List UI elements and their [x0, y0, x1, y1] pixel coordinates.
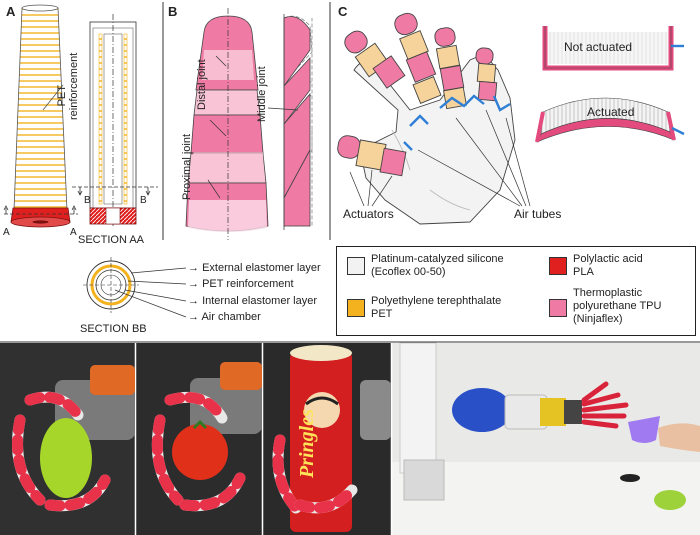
section-mark-b-left: B [84, 195, 91, 206]
legend-pla-line2: PLA [573, 266, 594, 278]
swatch-pet [347, 299, 365, 317]
pet-reinforcement-label: → PET reinforcement [188, 278, 294, 290]
actuator-cone [10, 4, 71, 228]
legend-tpu-line1: Thermoplastic [573, 287, 643, 299]
section-bb-drawing [83, 257, 139, 313]
air-tube-lines [403, 94, 511, 151]
panel-a-letter: A [6, 4, 16, 19]
section-bb-leaders [114, 267, 187, 318]
hand-sketch [337, 12, 516, 225]
air-tube-leaders [417, 109, 531, 207]
proximal-joint-label: Proximal joint [181, 133, 193, 200]
pet-label-line2: reinforcement [68, 52, 80, 120]
legend-silicone-line2: (Ecoflex 00-50) [371, 266, 446, 278]
external-layer-label: → External elastomer layer [188, 262, 321, 274]
legend-silicone: Platinum-catalyzed silicone (Ecoflex 00-… [371, 253, 504, 279]
section-mark-a-right: A [70, 227, 77, 238]
not-actuated-label: Not actuated [564, 40, 633, 54]
air-tubes-label: Air tubes [514, 207, 562, 221]
finger-side-view [283, 14, 313, 230]
external-layer-text: External elastomer layer [202, 262, 321, 274]
middle-joint-label: Middle joint [256, 66, 268, 122]
panel-c-letter: C [338, 4, 348, 19]
air-chamber-text: Air chamber [201, 311, 261, 323]
photo-panel-d [0, 342, 700, 535]
legend-pet-line2: PET [371, 308, 393, 320]
pringles-can-text: Pringles [296, 409, 318, 478]
legend-tpu: Thermoplastic polyurethane TPU (Ninjafle… [573, 287, 661, 326]
internal-layer-label: → Internal elastomer layer [188, 295, 318, 307]
legend-pla: Polylactic acid PLA [573, 253, 643, 279]
panel-b-letter: B [168, 4, 178, 19]
section-aa-title: SECTION AA [78, 234, 145, 246]
swatch-silicone [347, 257, 365, 275]
actuator-leaders [349, 169, 393, 207]
legend-tpu-line2: polyurethane TPU [573, 300, 662, 312]
legend-pet-line1: Polyethylene terephthalate [371, 295, 502, 307]
material-legend: Platinum-catalyzed silicone (Ecoflex 00-… [336, 246, 696, 336]
distal-joint-label: Distal joint [196, 59, 208, 110]
section-mark-a-left: A [3, 227, 10, 238]
actuators-label: Actuators [343, 207, 394, 221]
swatch-tpu [549, 299, 567, 317]
legend-pla-line1: Polylactic acid [573, 253, 643, 265]
actuated-diagram [535, 97, 685, 143]
finger-front-view [185, 8, 269, 240]
swatch-pla [549, 257, 567, 275]
actuated-label: Actuated [587, 105, 635, 119]
section-bb-title: SECTION BB [80, 323, 147, 335]
section-mark-b-right: B [140, 195, 147, 206]
section-aa-drawing [89, 14, 137, 226]
pet-leader [42, 84, 64, 111]
pet-reinforcement-text: PET reinforcement [202, 278, 294, 290]
air-chamber-label: → Air chamber [188, 311, 261, 323]
legend-tpu-line3: (Ninjaflex) [573, 313, 623, 325]
legend-pet: Polyethylene terephthalate PET [371, 295, 501, 321]
internal-layer-text: Internal elastomer layer [202, 295, 318, 307]
legend-silicone-line1: Platinum-catalyzed silicone [371, 253, 504, 265]
not-actuated-diagram [542, 26, 684, 71]
